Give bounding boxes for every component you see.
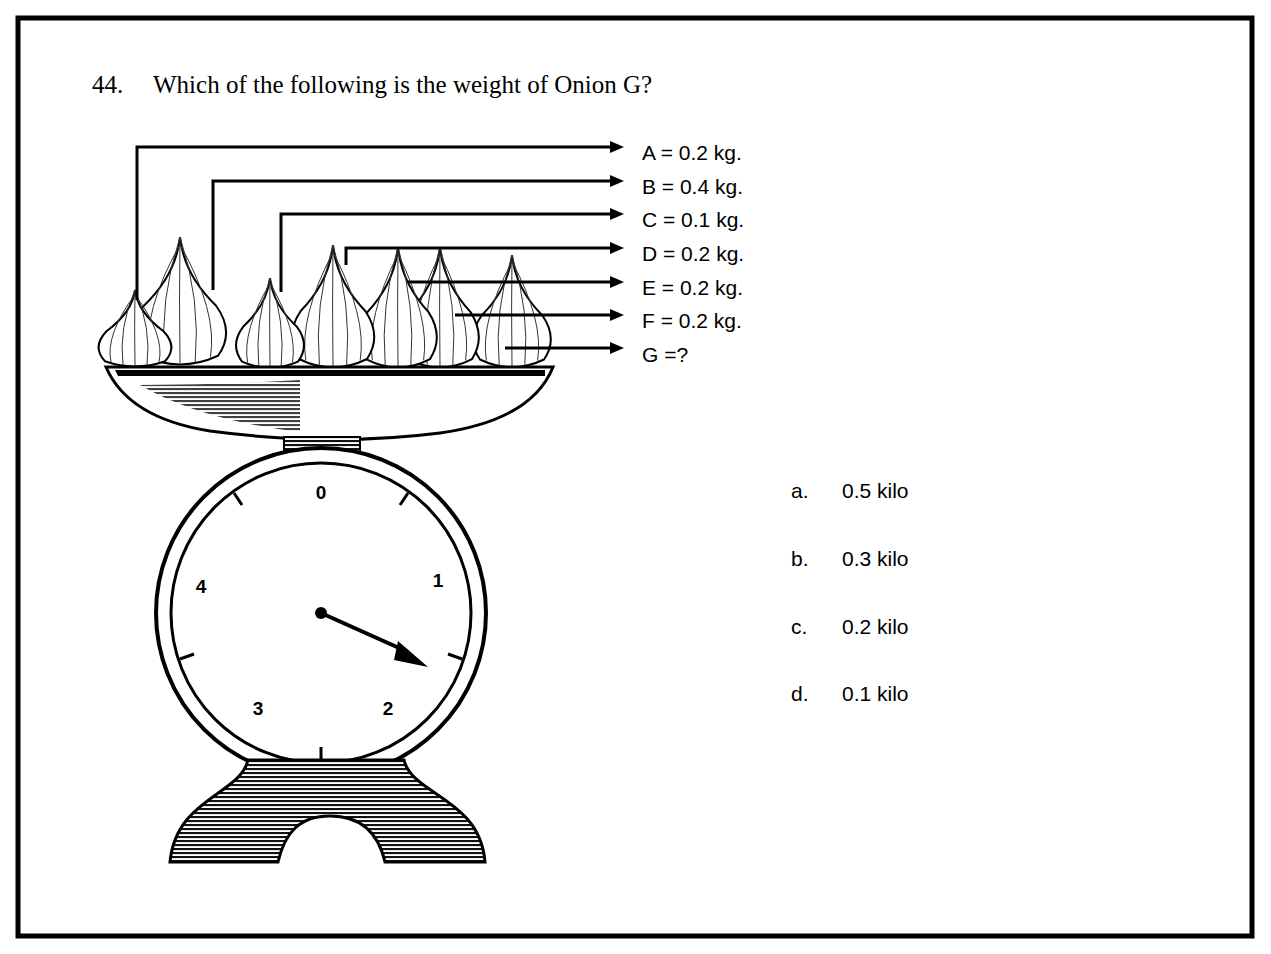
dial-number: 2	[383, 698, 394, 720]
option-letter: c.	[791, 615, 807, 639]
dial-number: 0	[316, 482, 327, 504]
option-letter: d.	[791, 682, 809, 706]
option-text: 0.1 kilo	[842, 682, 909, 706]
weight-label: G =?	[642, 343, 688, 367]
option-text: 0.3 kilo	[842, 547, 909, 571]
frame	[18, 18, 1252, 936]
question-text: Which of the following is the weight of …	[153, 71, 652, 99]
weight-label: E = 0.2 kg.	[642, 276, 743, 300]
weight-label: C = 0.1 kg.	[642, 208, 744, 232]
weight-label: B = 0.4 kg.	[642, 175, 743, 199]
dial-number: 4	[196, 576, 207, 598]
weight-label: A = 0.2 kg.	[642, 141, 742, 165]
weight-label: F = 0.2 kg.	[642, 309, 742, 333]
option-letter: a.	[791, 479, 809, 503]
option-text: 0.5 kilo	[842, 479, 909, 503]
option-letter: b.	[791, 547, 809, 571]
dial-number: 1	[433, 570, 444, 592]
option-text: 0.2 kilo	[842, 615, 909, 639]
question-number: 44.	[92, 71, 123, 99]
dial-number: 3	[253, 698, 264, 720]
weight-label: D = 0.2 kg.	[642, 242, 744, 266]
